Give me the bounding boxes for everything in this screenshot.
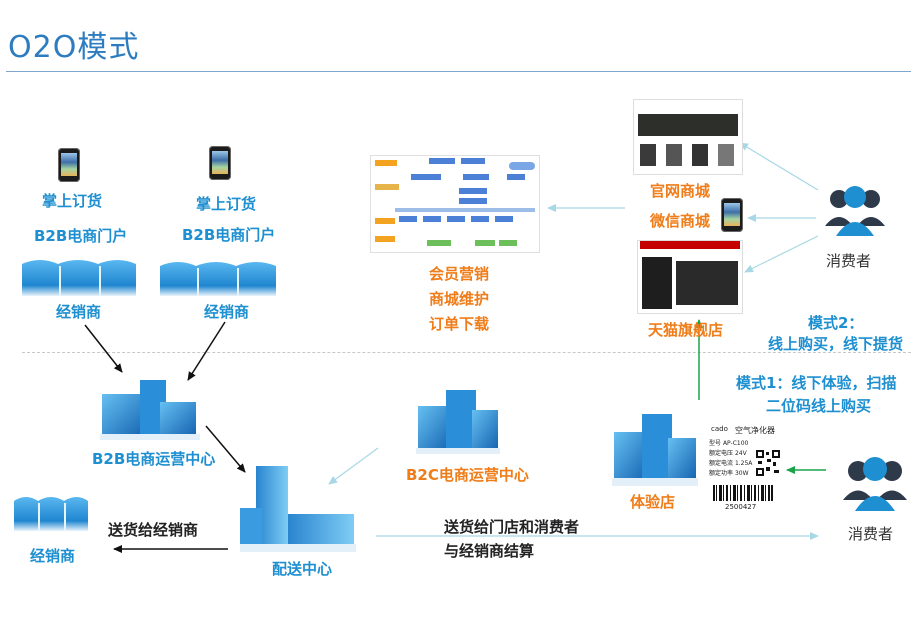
wechat-mall-label: 微信商城 [650, 212, 711, 230]
spec-value: AP-C100 [722, 440, 749, 447]
spec-value: 30W [734, 470, 749, 477]
mode1-desc: 二位码线上购买 [766, 397, 872, 415]
section-divider [22, 352, 911, 353]
phone-icon [721, 198, 743, 232]
consumer-label-top: 消费者 [826, 252, 872, 270]
b2b-center-label: B2B电商运营中心 [92, 450, 216, 468]
product-tag-brand: cado [711, 425, 728, 433]
services-list: 会员营销 商城维护 订单下载 [414, 262, 504, 337]
spec-key: 额定电流 [709, 460, 734, 467]
dealer-label-bottom: 经销商 [30, 547, 76, 565]
product-tag: cado 空气净化器 型号 AP-C100 额定电压 24V 额定电流 1.25… [707, 423, 787, 515]
phone-icon [58, 148, 80, 182]
page-title: O2O模式 [8, 30, 140, 65]
building-icon [240, 466, 356, 552]
qr-code-icon [755, 449, 781, 477]
order-label-left: 掌上订货 [42, 192, 103, 210]
product-tag-specs: 型号 AP-C100 额定电压 24V 额定电流 1.25A 额定功率 30W [709, 439, 752, 479]
arrow-b2c-to-distribution [328, 447, 379, 485]
consumer-icon [843, 457, 907, 511]
order-label-right: 掌上订货 [196, 195, 257, 213]
spec-value: 1.25A [734, 460, 753, 467]
mode2-desc: 线上购买，线下提货 [768, 335, 904, 353]
dealer-label-left: 经销商 [56, 303, 102, 321]
building-icon [100, 380, 200, 440]
consumer-label-bottom: 消费者 [848, 525, 894, 543]
ship-to-store-label: 送货给门店和消费者 [444, 518, 580, 536]
warehouse-icon [160, 262, 276, 296]
title-divider [6, 71, 911, 72]
building-icon [416, 390, 500, 454]
spec-key: 额定电压 [709, 450, 734, 457]
barcode-icon [713, 485, 773, 501]
arrow-dealer-left-to-b2b [84, 324, 123, 373]
official-mall-screenshot [633, 99, 743, 175]
dealer-label-right: 经销商 [204, 303, 250, 321]
tmall-screenshot [637, 240, 743, 314]
spec-key: 额定功率 [709, 470, 734, 477]
settlement-label: 与经销商结算 [444, 542, 535, 560]
b2c-center-label: B2C电商运营中心 [406, 466, 529, 484]
service-order-download: 订单下载 [428, 315, 489, 333]
spec-key: 型号 [709, 440, 722, 447]
b2b-portal-label-left: B2B电商门户 [34, 227, 128, 245]
arrow-b2b-to-distribution [205, 425, 246, 473]
phone-icon [209, 146, 231, 180]
experience-store-label: 体验店 [630, 493, 676, 511]
product-tag-name: 空气净化器 [735, 426, 775, 435]
official-mall-label: 官网商城 [650, 182, 711, 200]
arrow-consumer-to-official [739, 142, 819, 191]
warehouse-icon [14, 497, 88, 531]
service-mall-maintenance: 商城维护 [428, 290, 489, 308]
spec-value: 24V [734, 450, 747, 457]
tmall-store-label: 天猫旗舰店 [648, 321, 724, 339]
arrow-consumer-to-tmall [744, 235, 819, 273]
consumer-icon [825, 186, 885, 236]
barcode-number: 2500427 [725, 503, 757, 511]
mode2-title: 模式2： [808, 314, 864, 332]
ops-flowchart-thumbnail [370, 155, 540, 253]
distribution-center-label: 配送中心 [272, 560, 333, 578]
mode1-title: 模式1：线下体验，扫描 [736, 374, 897, 392]
service-member-marketing: 会员营销 [428, 265, 489, 283]
warehouse-icon [22, 260, 136, 296]
ship-to-dealer-label: 送货给经销商 [108, 521, 199, 539]
building-icon [612, 414, 698, 486]
arrow-dealer-right-to-b2b [187, 321, 226, 381]
b2b-portal-label-right: B2B电商门户 [182, 226, 276, 244]
